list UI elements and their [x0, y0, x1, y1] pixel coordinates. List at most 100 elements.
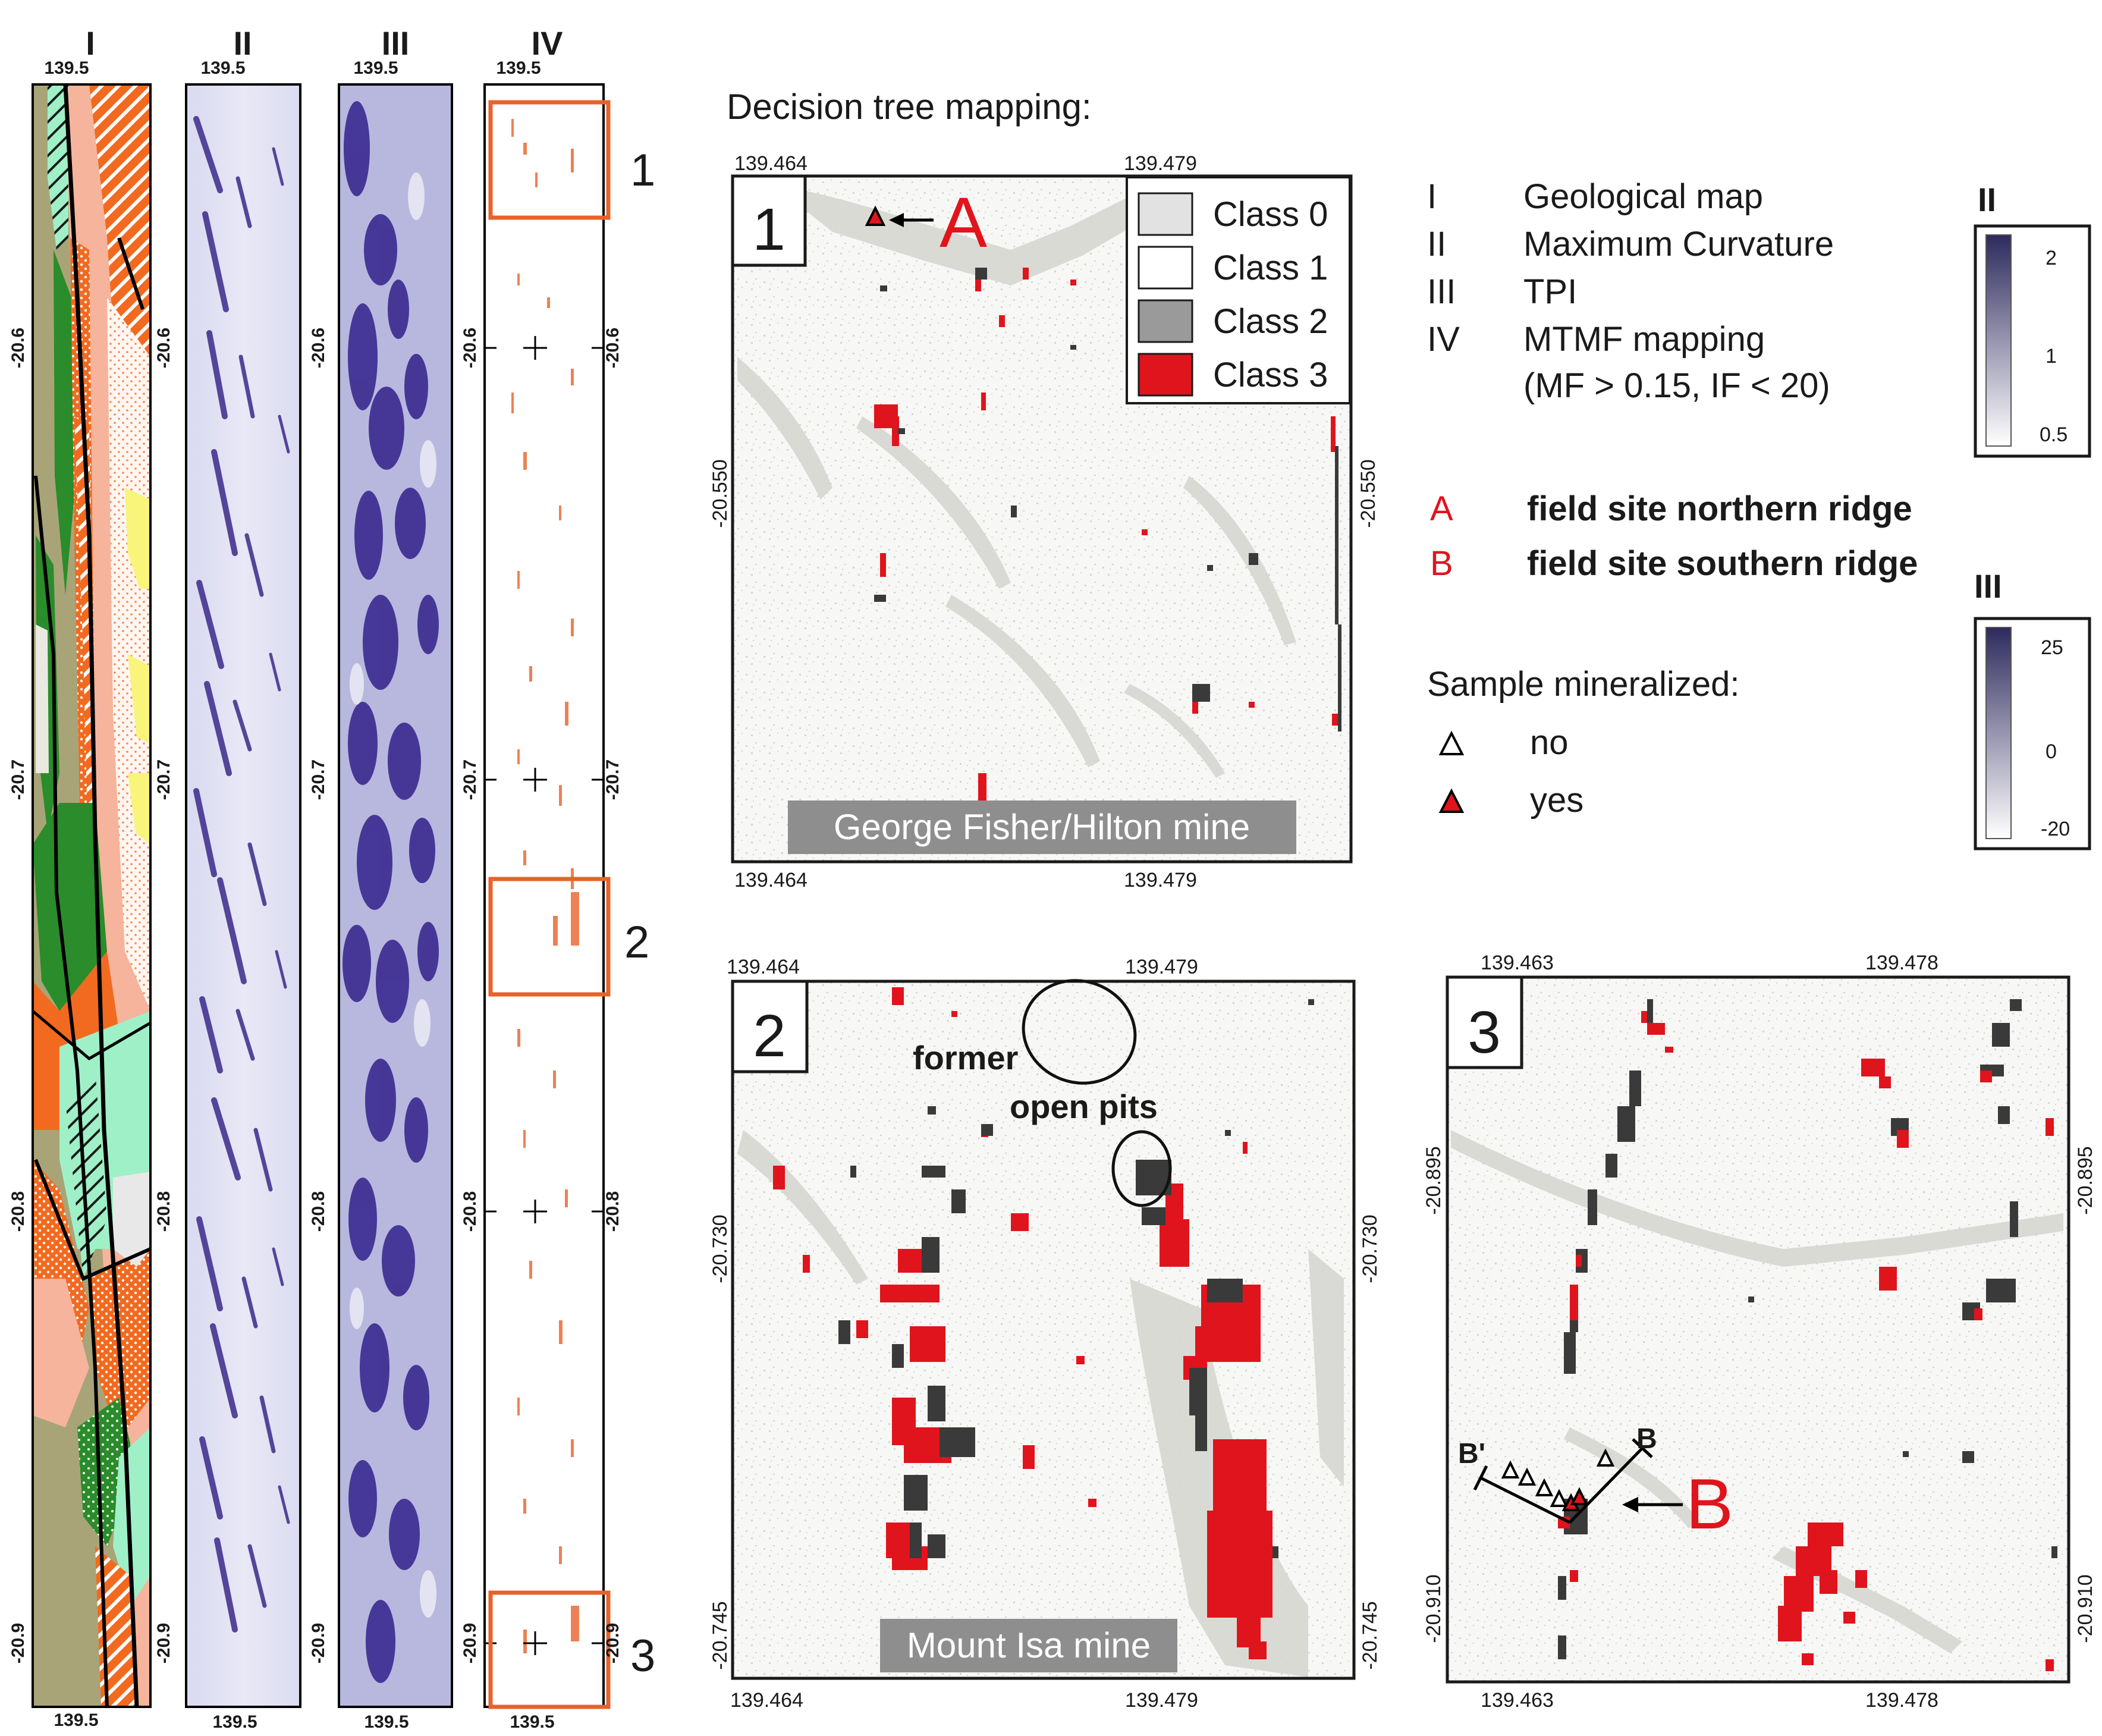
- strip-label-i: I: [86, 24, 95, 62]
- strip-ii-bottom-lon: 139.5: [212, 1712, 257, 1732]
- layer-legend: I Geological map II Maximum Curvature II…: [1427, 177, 1834, 405]
- panel3-lat-right-bottom: -20.910: [2074, 1574, 2097, 1643]
- panel2-annotation-open-pits: open pits: [1010, 1088, 1158, 1125]
- panel2-caption-text: Mount Isa mine: [907, 1625, 1151, 1665]
- panel1-number: 1: [752, 196, 785, 263]
- decision-tree-title: Decision tree mapping:: [727, 87, 1092, 127]
- panel2-open-pit-outline-large: [1022, 979, 1137, 1085]
- panel3-lat-right-mid: -20.895: [2074, 1146, 2097, 1214]
- panel2-lon-top-left: 139.464: [727, 956, 800, 978]
- legend-mtmf-note: (MF > 0.15, IF < 20): [1523, 366, 1830, 405]
- strip-iv-top-lon: 139.5: [496, 58, 541, 78]
- legend-key-iv: IV: [1427, 320, 1460, 359]
- strip-iv-box-label-2: 2: [624, 917, 649, 968]
- panel3-site-b-arrow: [1622, 1497, 1683, 1512]
- lat-tick: -20.7: [460, 759, 480, 800]
- panel2-open-pit-outline-small: [1111, 1130, 1172, 1207]
- legend-text-iv: MTMF mapping: [1523, 320, 1765, 359]
- legend-text-iii: TPI: [1523, 272, 1577, 311]
- panel2-lon-bottom-right: 139.479: [1125, 1689, 1198, 1712]
- legend-text-i: Geological map: [1523, 177, 1763, 216]
- panel1-lon-top-right: 139.479: [1124, 152, 1197, 175]
- sample-no-marker: [1438, 730, 1465, 755]
- panel2-lat-right-mid: -20.730: [1359, 1214, 1381, 1283]
- strip-label-iv: IV: [532, 24, 563, 62]
- site-key-b: B: [1430, 544, 1453, 583]
- lat-tick: -20.9: [8, 1623, 28, 1663]
- colorbar-ii-max: 2: [2046, 247, 2057, 269]
- strip-iv-box-label-3: 3: [630, 1631, 655, 1681]
- legend-key-ii: II: [1427, 225, 1446, 263]
- panel2-lat-left-bottom: -20.745: [709, 1601, 731, 1669]
- panel3-number: 3: [1468, 999, 1501, 1066]
- lat-tick: -20.7: [154, 759, 174, 800]
- colorbar-ii-label: II: [1978, 181, 1996, 218]
- panel1-caption: George Fisher/Hilton mine: [788, 800, 1296, 854]
- class-legend: Class 0 Class 1 Class 2 Class 3: [1126, 176, 1351, 404]
- panel3-lat-left-bottom: -20.910: [1422, 1574, 1445, 1643]
- colorbar-ii: II 2 1 0.5: [1974, 181, 2091, 458]
- strip-iv-box-3: [488, 1590, 611, 1709]
- sample-legend-title: Sample mineralized:: [1427, 665, 1739, 704]
- class3-swatch: [1138, 353, 1193, 397]
- class2-label: Class 2: [1213, 302, 1328, 341]
- lat-tick: -20.8: [8, 1191, 28, 1232]
- colorbar-iii-max: 25: [2041, 636, 2063, 659]
- colorbar-iii-mid: 0: [2046, 740, 2057, 763]
- panel2-map: [731, 980, 1356, 1680]
- colorbar-ii-mid: 1: [2046, 345, 2057, 368]
- legend-text-ii: Maximum Curvature: [1523, 225, 1834, 263]
- lat-tick: -20.8: [309, 1191, 328, 1232]
- panel1-lon-bottom-right: 139.479: [1124, 869, 1197, 891]
- panel3-lat-left-mid: -20.895: [1422, 1146, 1445, 1214]
- strip-label-iii: III: [382, 24, 410, 62]
- legend-key-iii: III: [1427, 272, 1456, 311]
- lat-tick: -20.6: [603, 328, 623, 368]
- strip-iii-tpi: [338, 83, 453, 1708]
- panel3-lon-bottom-right: 139.478: [1865, 1689, 1938, 1712]
- panel3-sample-markers: [1501, 1448, 1615, 1511]
- class0-label: Class 0: [1213, 195, 1328, 234]
- strip-ii-maximum-curvature: [185, 83, 301, 1708]
- sample-yes-label: yes: [1530, 781, 1583, 820]
- strip-iii-top-lon: 139.5: [353, 58, 398, 78]
- sample-yes-marker: [1438, 788, 1465, 813]
- lat-tick: -20.7: [603, 759, 623, 800]
- lat-tick: -20.6: [460, 328, 480, 368]
- panel1-lon-bottom-left: 139.464: [734, 869, 808, 891]
- class3-label: Class 3: [1213, 356, 1328, 394]
- colorbar-ii-min: 0.5: [2040, 423, 2068, 446]
- strip-i-bottom-lon: 139.5: [54, 1710, 98, 1730]
- lat-tick: -20.9: [309, 1623, 328, 1663]
- site-text-a: field site northern ridge: [1527, 489, 1912, 528]
- colorbar-iii: III 25 0 -20: [1974, 567, 2091, 850]
- lat-tick: -20.8: [603, 1191, 623, 1232]
- lat-tick: -20.9: [603, 1623, 623, 1663]
- panel2-caption: Mount Isa mine: [880, 1619, 1177, 1672]
- strip-iv-box-1: [488, 100, 611, 220]
- class1-label: Class 1: [1213, 249, 1328, 287]
- lat-tick: -20.8: [154, 1191, 174, 1232]
- panel1-site-a-marker: [865, 205, 934, 227]
- strip-iii-bottom-lon: 139.5: [364, 1712, 409, 1732]
- strip-iv-box-label-1: 1: [630, 145, 655, 196]
- sample-no-label: no: [1530, 723, 1569, 762]
- class1-swatch: [1138, 246, 1193, 290]
- panel3-lon-bottom-left: 139.463: [1481, 1689, 1554, 1712]
- lat-tick: -20.6: [154, 328, 174, 368]
- panel3-lon-top-right: 139.478: [1865, 952, 1938, 974]
- lat-tick: -20.7: [309, 759, 328, 800]
- panel3-profile-start: B': [1458, 1438, 1485, 1470]
- strip-i-geological-map: [32, 83, 152, 1708]
- panel2-lon-top-right: 139.479: [1125, 956, 1198, 978]
- lat-tick: -20.7: [8, 759, 28, 800]
- lat-tick: -20.9: [154, 1623, 174, 1663]
- panel3-lon-top-left: 139.463: [1481, 952, 1554, 974]
- panel3-profile-end: B: [1636, 1423, 1657, 1455]
- panel3-site-letter-b: B: [1686, 1464, 1733, 1544]
- strip-label-ii: II: [233, 24, 252, 62]
- panel2-lat-right-bottom: -20.745: [1359, 1601, 1381, 1669]
- panel2-number: 2: [753, 1003, 786, 1069]
- site-key-a: A: [1430, 489, 1453, 528]
